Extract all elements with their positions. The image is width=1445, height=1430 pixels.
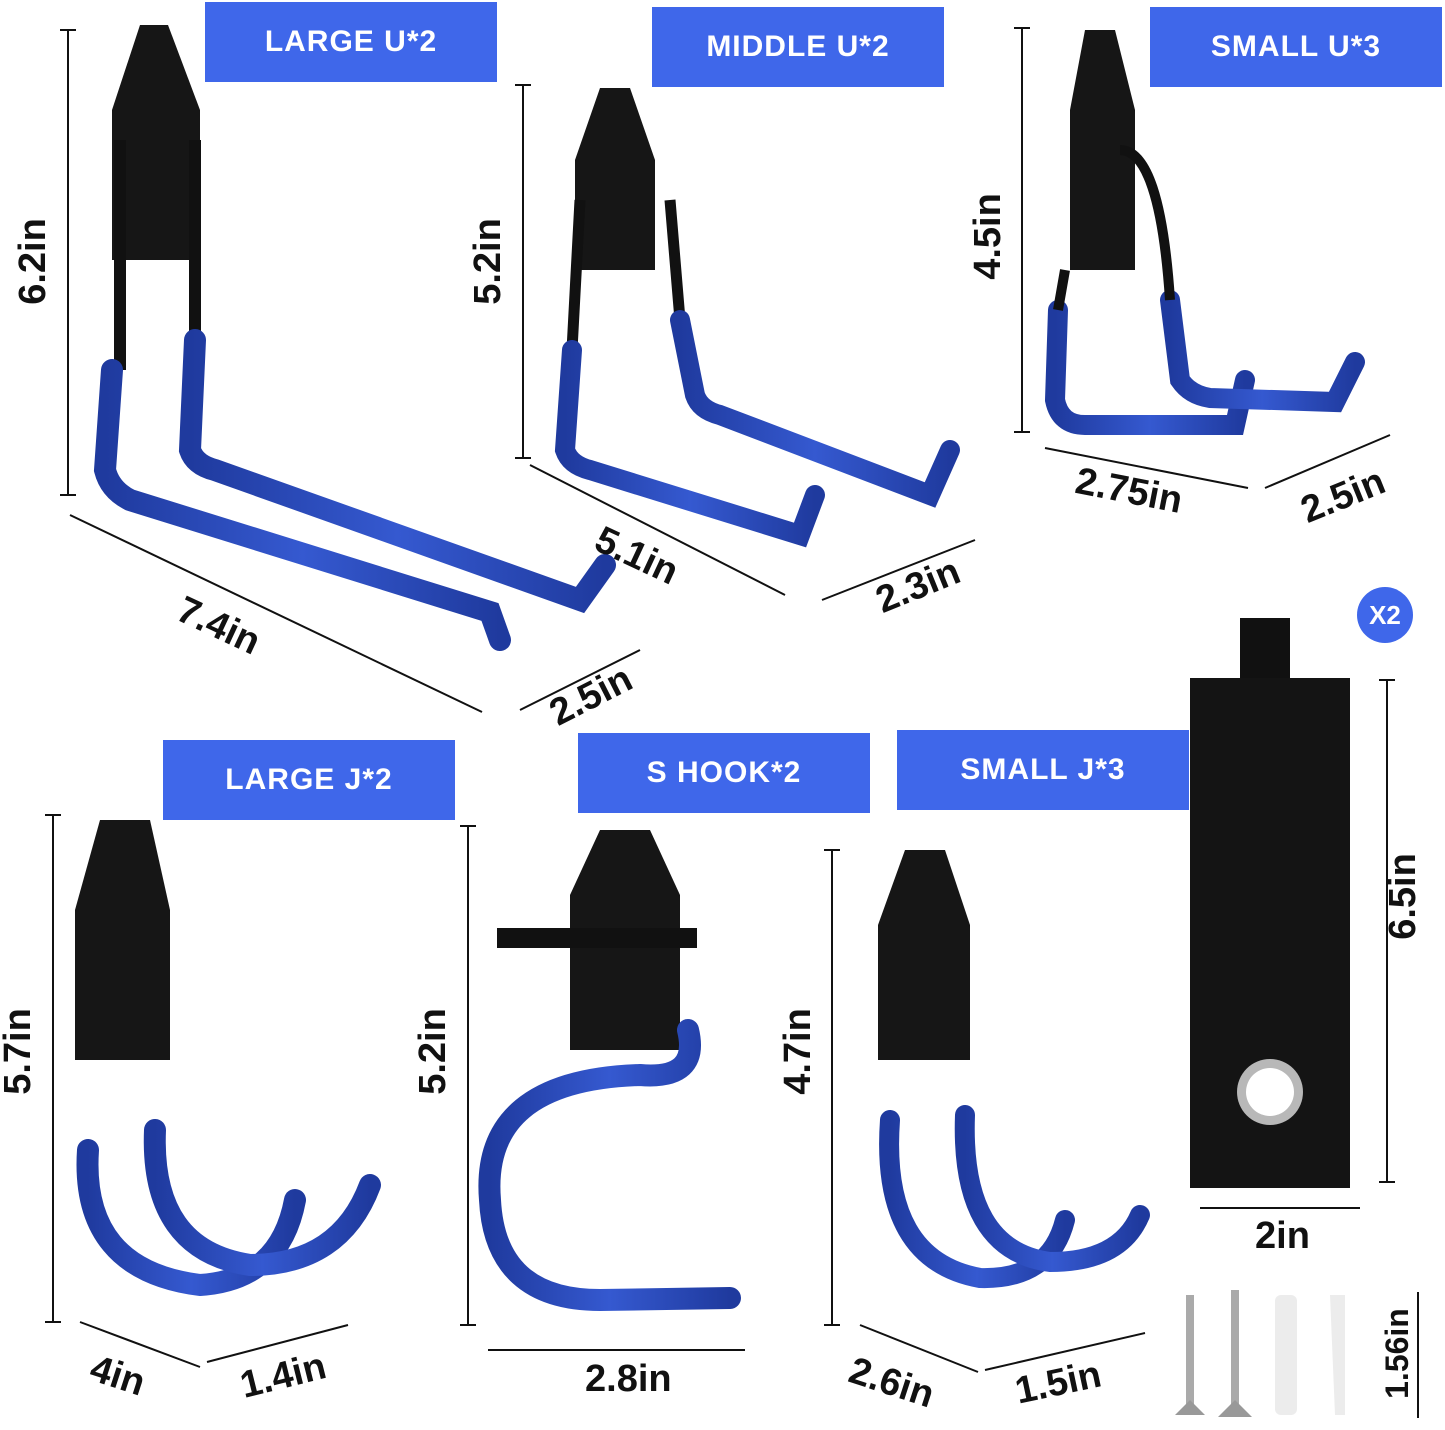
dim-middle-u-height: 5.2in bbox=[466, 218, 509, 305]
dim-strap-height: 6.5in bbox=[1381, 853, 1424, 940]
dim-hardware-height: 1.56in bbox=[1378, 1308, 1415, 1399]
label-s-hook: S HOOK*2 bbox=[578, 733, 870, 813]
dim-large-j-height: 5.7in bbox=[0, 1008, 39, 1095]
label-large-j: LARGE J*2 bbox=[163, 740, 455, 820]
label-small-j: SMALL J*3 bbox=[897, 730, 1189, 810]
dim-s-hook-width: 2.8in bbox=[585, 1358, 672, 1400]
dim-s-hook-height: 5.2in bbox=[411, 1008, 454, 1095]
dim-small-j-height: 4.7in bbox=[776, 1008, 819, 1095]
label-small-u: SMALL U*3 bbox=[1150, 7, 1442, 87]
dim-large-u-height: 6.2in bbox=[11, 218, 54, 305]
dim-strap-width: 2in bbox=[1255, 1215, 1310, 1257]
quantity-badge: X2 bbox=[1357, 587, 1413, 643]
dim-small-u-height: 4.5in bbox=[966, 193, 1009, 280]
label-large-u: LARGE U*2 bbox=[205, 2, 497, 82]
label-middle-u: MIDDLE U*2 bbox=[652, 7, 944, 87]
